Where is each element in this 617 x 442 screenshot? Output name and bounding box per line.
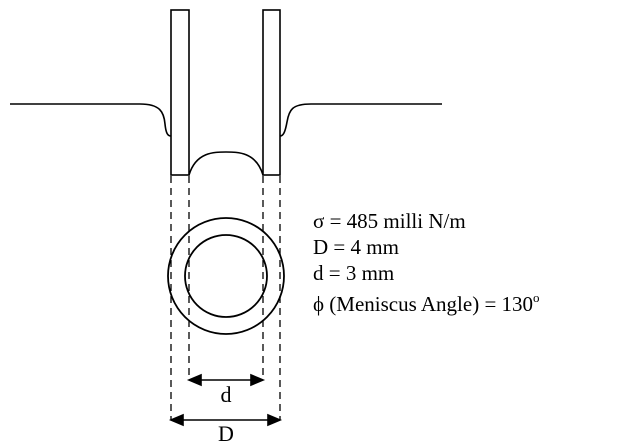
liquid-surface-right	[279, 103, 442, 137]
dimension-D-label: D	[218, 421, 234, 442]
outer-diameter-label: D = 4 mm	[313, 235, 399, 259]
liquid-surface-left	[10, 103, 172, 137]
arrowhead-D-left	[168, 413, 184, 427]
outer-circle	[167, 217, 285, 335]
inner-diameter-label: d = 3 mm	[313, 261, 395, 285]
inner-meniscus	[188, 151, 264, 176]
inner-circle	[184, 234, 268, 318]
tube-wall-right	[262, 9, 281, 176]
degree-symbol: o	[533, 290, 540, 305]
dimension-d-label: d	[221, 382, 232, 407]
arrowhead-D-right	[267, 413, 283, 427]
arrowhead-d-left	[186, 373, 202, 387]
meniscus-angle-label: ϕ (Meniscus Angle) = 130o	[313, 286, 540, 317]
surface-tension-label: σ = 485 milli N/m	[313, 209, 466, 233]
meniscus-angle-text: ϕ (Meniscus Angle) = 130	[313, 292, 534, 316]
arrowhead-d-right	[250, 373, 266, 387]
tube-wall-left	[170, 9, 190, 176]
